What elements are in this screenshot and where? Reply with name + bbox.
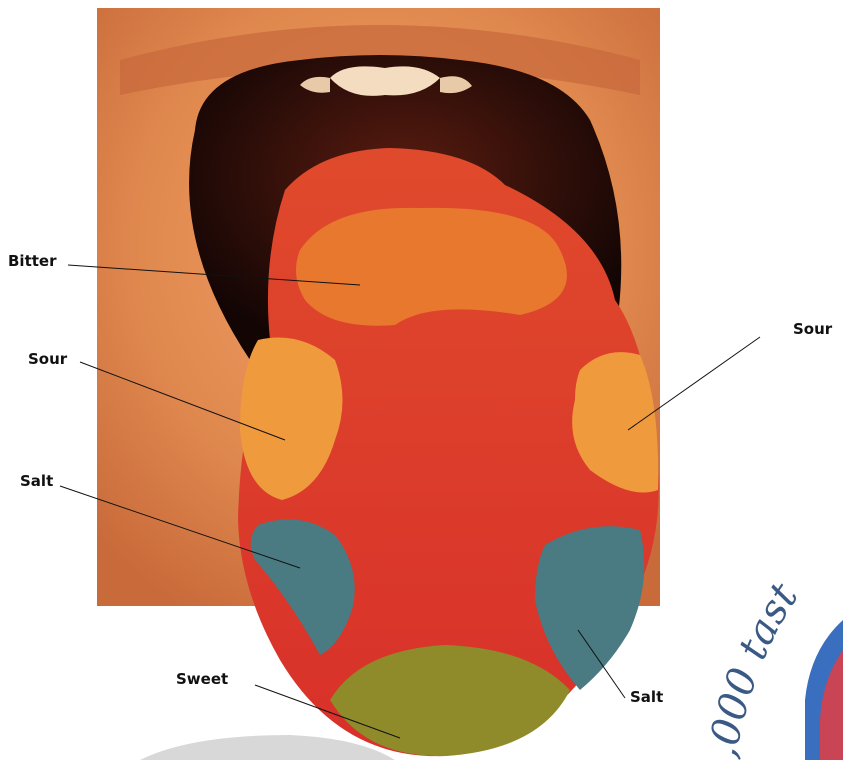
label-salt-left: Salt bbox=[20, 472, 53, 490]
label-sweet: Sweet bbox=[176, 670, 228, 688]
label-salt-right: Salt bbox=[630, 688, 663, 706]
label-sour-left: Sour bbox=[28, 350, 67, 368]
label-bitter: Bitter bbox=[8, 252, 57, 270]
corner-text: ,000 tast bbox=[700, 574, 808, 760]
label-sour-right: Sour bbox=[793, 320, 832, 338]
